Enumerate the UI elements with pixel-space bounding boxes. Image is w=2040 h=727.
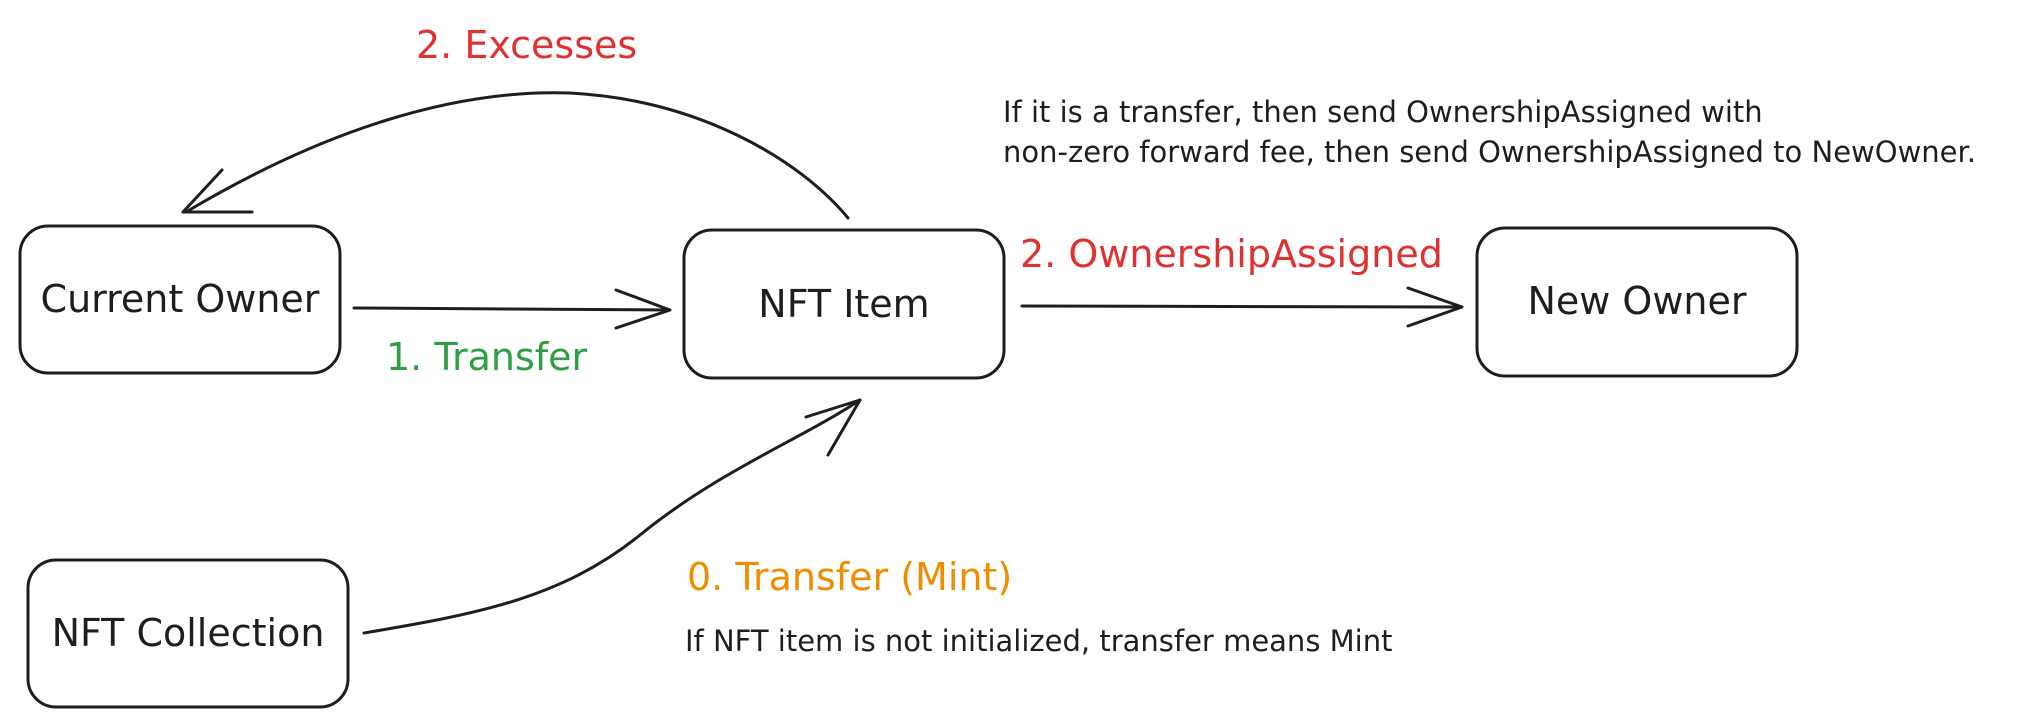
edge-label-transfer: 1. Transfer — [386, 335, 588, 379]
arrow-excesses — [181, 91, 850, 220]
node-current-owner-label: Current Owner — [41, 277, 320, 321]
node-new-owner-label: New Owner — [1527, 279, 1746, 323]
node-new-owner: New Owner — [1475, 226, 1799, 378]
node-current-owner: Current Owner — [18, 224, 342, 375]
edge-label-excesses: 2. Excesses — [416, 23, 637, 67]
edge-label-ownership-assigned: 2. OwnershipAssigned — [1020, 232, 1443, 276]
node-nft-item: NFT Item — [682, 228, 1006, 380]
edge-label-mint: 0. Transfer (Mint) — [687, 555, 1012, 599]
arrow-mint — [362, 398, 862, 635]
arrow-transfer — [352, 288, 672, 330]
node-nft-item-label: NFT Item — [758, 282, 929, 326]
note-mint: If NFT item is not initialized, transfer… — [685, 624, 1392, 658]
note-transfer-line1: If it is a transfer, then send Ownership… — [1003, 95, 1763, 129]
note-transfer-line2: non-zero forward fee, then send Ownershi… — [1003, 135, 1976, 169]
node-nft-collection: NFT Collection — [26, 558, 350, 709]
arrow-ownership-assigned — [1020, 286, 1464, 328]
node-nft-collection-label: NFT Collection — [52, 611, 325, 655]
